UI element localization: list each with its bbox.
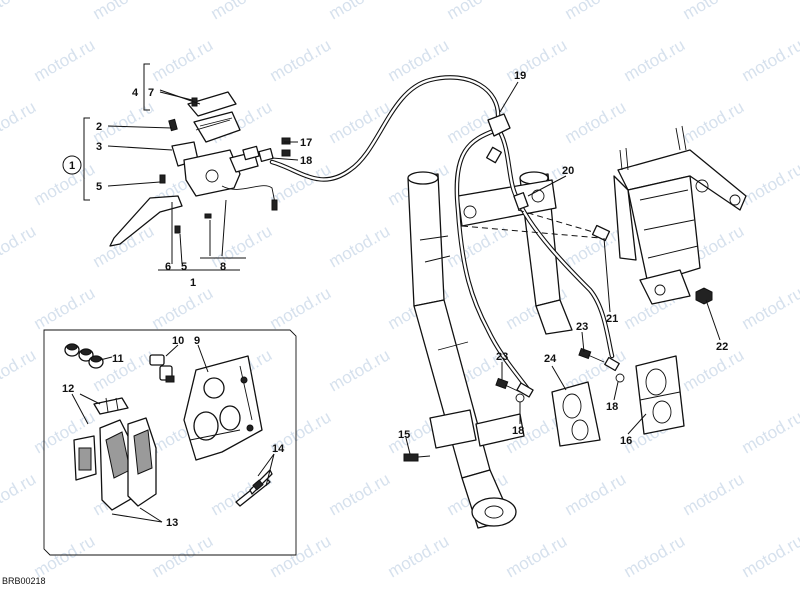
watermark-text: motod.ru <box>0 0 39 23</box>
callout-8: 8 <box>220 261 226 273</box>
caliper-detail-inset <box>43 329 297 556</box>
watermark-text: motod.ru <box>31 283 99 333</box>
callout-labels: 1 2 3 5 4 7 17 18 6 5 8 1 11 12 13 14 10… <box>62 70 728 529</box>
watermark-text: motod.ru <box>739 283 800 333</box>
watermark-text: motod.ru <box>0 345 39 395</box>
watermark-text: motod.ru <box>444 0 512 23</box>
callout-22: 22 <box>716 341 728 353</box>
callout-20: 20 <box>562 165 574 177</box>
callout-5-upper: 5 <box>96 181 102 193</box>
watermark-text: motod.ru <box>680 0 748 23</box>
drawing-code: BRB00218 <box>2 576 46 586</box>
front-calipers-drawing <box>403 287 713 462</box>
callout-23-left: 23 <box>496 351 508 363</box>
watermark-text: motod.ru <box>326 345 394 395</box>
callout-18-top: 18 <box>300 155 312 167</box>
callout-18-mid: 18 <box>512 425 524 437</box>
callout-19: 19 <box>514 70 526 82</box>
watermark-text: motod.ru <box>621 531 689 581</box>
caliper-detail-drawing <box>183 355 263 461</box>
watermark-text: motod.ru <box>680 97 748 147</box>
kit-marker: 1 <box>69 160 75 172</box>
watermark-text: motod.ru <box>680 469 748 519</box>
callout-17: 17 <box>300 137 312 149</box>
watermark-text: motod.ru <box>0 97 39 147</box>
pad-spring-drawing <box>73 397 129 481</box>
watermark-text: motod.ru <box>149 35 217 85</box>
callout-24: 24 <box>544 353 557 365</box>
watermark-text: motod.ru <box>0 221 39 271</box>
callout-23-right: 23 <box>576 321 588 333</box>
kit-marker-circle <box>62 155 82 175</box>
watermark-text: motod.ru <box>267 35 335 85</box>
watermark-text: motod.ru <box>562 97 630 147</box>
watermark-text: motod.ru <box>621 35 689 85</box>
callout-14: 14 <box>272 443 285 455</box>
watermark-text: motod.ru <box>208 0 276 23</box>
watermark-text: motod.ru <box>326 221 394 271</box>
callout-2: 2 <box>96 121 102 133</box>
callout-16: 16 <box>620 435 632 447</box>
watermark-text: motod.ru <box>326 0 394 23</box>
watermark-text: motod.ru <box>149 531 217 581</box>
callout-18-right: 18 <box>606 401 618 413</box>
callout-10: 10 <box>172 335 184 347</box>
watermark-text: motod.ru <box>31 531 99 581</box>
brake-pads-drawing <box>99 417 157 511</box>
watermark-text: motod.ru <box>739 159 800 209</box>
bleed-valve-drawing <box>149 354 175 383</box>
frame-section-drawing <box>613 125 747 305</box>
callout-11: 11 <box>112 353 124 365</box>
watermark-text: motod.ru <box>31 35 99 85</box>
watermark-text: motod.ru <box>208 221 276 271</box>
callout-21: 21 <box>606 313 618 325</box>
callout-9: 9 <box>194 335 200 347</box>
leader-lines <box>71 63 721 523</box>
callout-13: 13 <box>166 517 178 529</box>
watermark-text: motod.ru <box>326 469 394 519</box>
callout-3: 3 <box>96 141 102 153</box>
watermark-text: motod.ru <box>385 531 453 581</box>
piston-seals-drawing <box>64 343 104 369</box>
callout-12: 12 <box>62 383 74 395</box>
watermark-text: motod.ru <box>149 283 217 333</box>
watermark-text: motod.ru <box>503 35 571 85</box>
watermark-text: motod.ru <box>503 531 571 581</box>
watermark-text: motod.ru <box>739 407 800 457</box>
watermark-text: motod.ru <box>0 469 39 519</box>
watermark-text: motod.ru <box>267 283 335 333</box>
master-cylinder-drawing <box>109 91 291 247</box>
watermark-text: motod.ru <box>739 531 800 581</box>
callout-1: 1 <box>190 277 196 289</box>
front-fork-drawing <box>407 171 573 529</box>
brake-hoses-drawing <box>269 75 625 403</box>
callout-5-lower: 5 <box>181 261 187 273</box>
watermark-text: motod.ru <box>562 0 630 23</box>
callout-15: 15 <box>398 429 410 441</box>
watermark-text: motod.ru <box>444 221 512 271</box>
watermark-text: motod.ru <box>739 35 800 85</box>
watermark-text: motod.ru <box>680 345 748 395</box>
callout-4: 4 <box>132 87 139 99</box>
watermark-text: motod.ru <box>267 531 335 581</box>
callout-7: 7 <box>148 87 154 99</box>
pad-pins-drawing <box>235 469 273 507</box>
callout-6: 6 <box>165 261 171 273</box>
watermark-text: motod.ru <box>90 0 158 23</box>
watermark-text: motod.ru <box>562 469 630 519</box>
